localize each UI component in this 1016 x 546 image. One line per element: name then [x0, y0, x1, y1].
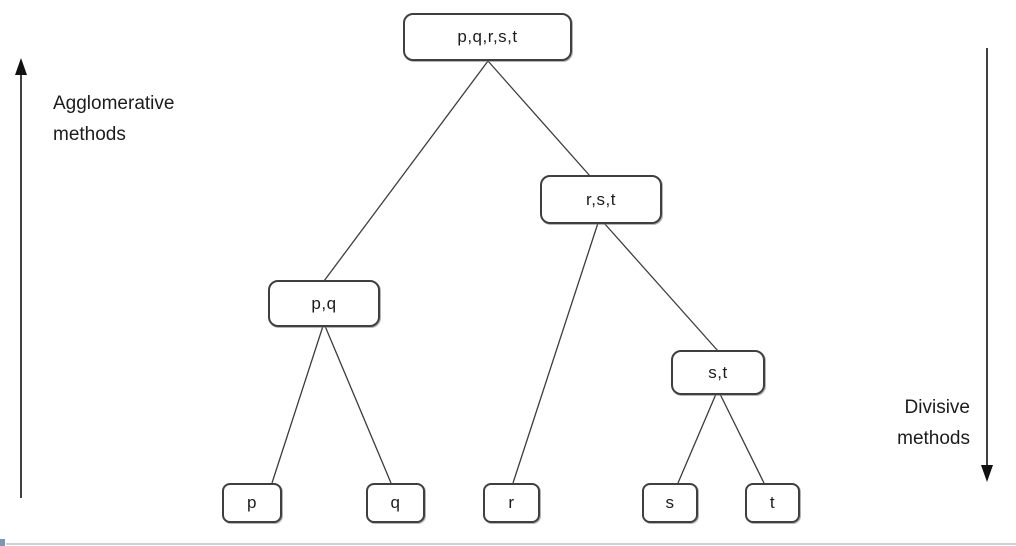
- divisive-label-line1: Divisive: [904, 397, 970, 418]
- edge-pq-p: [271, 325, 324, 484]
- edge-st-s: [677, 393, 717, 484]
- edge-rst-st: [603, 222, 719, 352]
- edge-st-t: [719, 393, 765, 484]
- up-arrow: [15, 58, 27, 498]
- down-arrow: [981, 48, 993, 482]
- corner-artifact: [0, 539, 5, 546]
- tree-node-t: t: [745, 483, 800, 523]
- tree-node-st: s,t: [671, 350, 765, 395]
- tree-node-rst: r,s,t: [540, 175, 662, 224]
- edge-root-rst: [487, 60, 591, 177]
- edge-rst-r: [512, 222, 599, 484]
- tree-node-q: q: [366, 483, 425, 523]
- agglomerative-methods-label: Agglomerative methods: [53, 88, 174, 150]
- tree-node-s: s: [642, 483, 698, 523]
- agglomerative-label-line1: Agglomerative: [53, 93, 175, 114]
- edge-root-pq: [323, 60, 489, 282]
- edge-pq-q: [324, 325, 392, 484]
- divisive-methods-label: Divisive methods: [897, 392, 970, 454]
- tree-node-r: r: [483, 483, 540, 523]
- tree-node-pqrst: p,q,r,s,t: [403, 13, 572, 61]
- tree-node-pq: p,q: [268, 280, 380, 327]
- bottom-rule: [6, 543, 1016, 545]
- tree-node-p: p: [222, 483, 282, 523]
- divisive-label-line2: methods: [897, 428, 970, 449]
- agglomerative-label-line2: methods: [53, 124, 126, 145]
